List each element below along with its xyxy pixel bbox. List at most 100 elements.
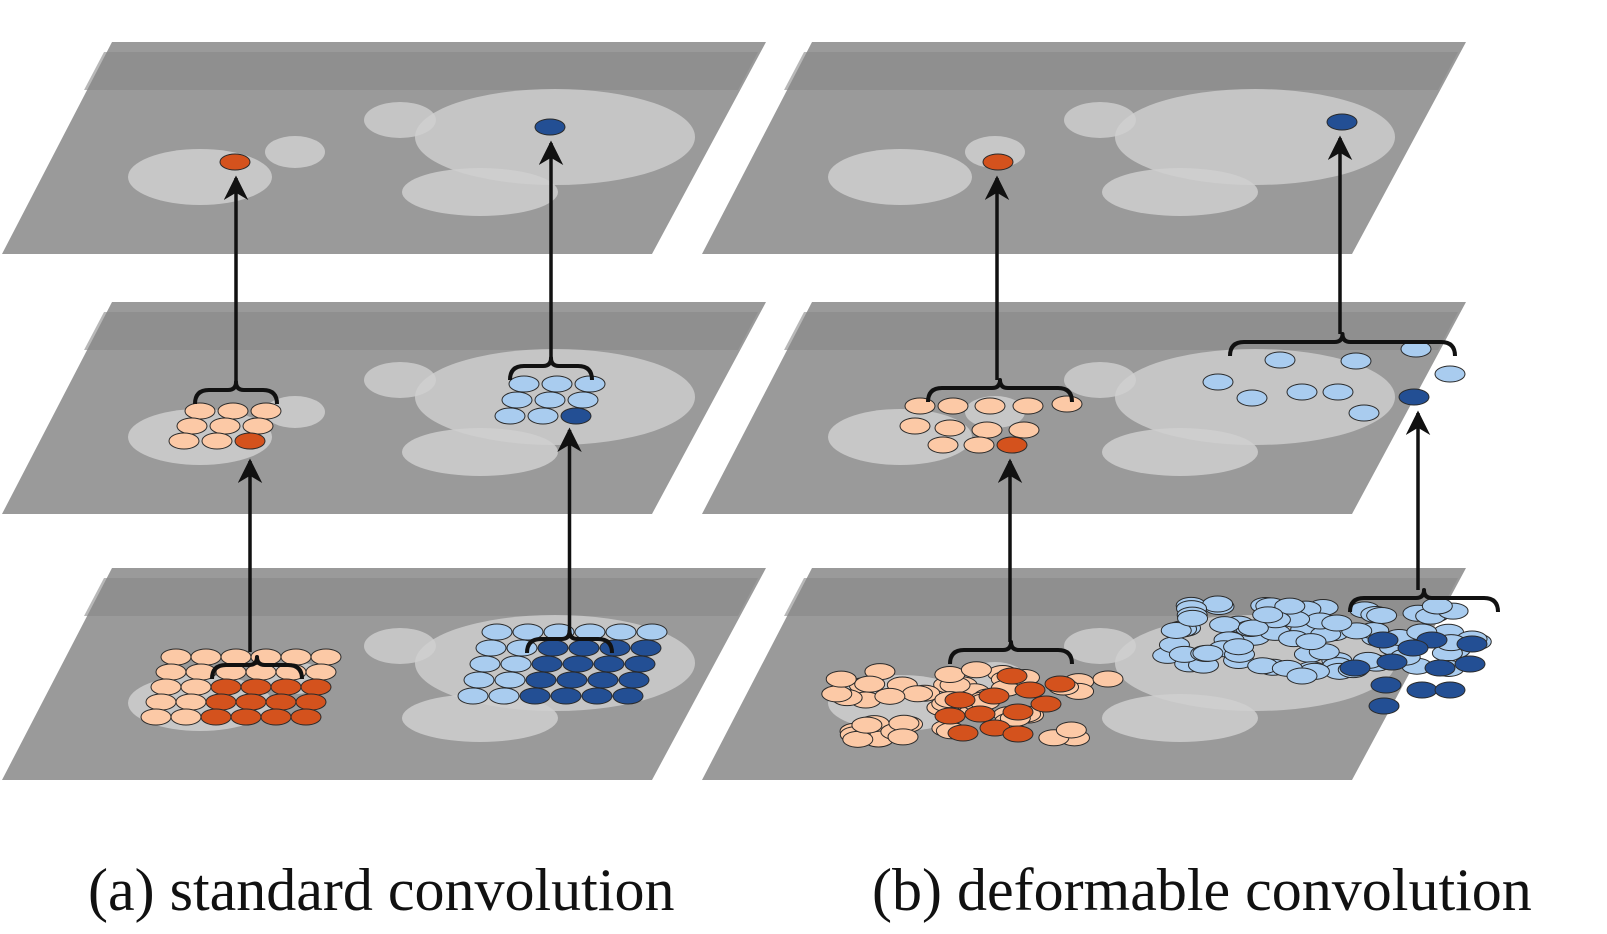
sampling-point-blue — [1177, 609, 1209, 627]
sampling-point-orange — [1014, 681, 1046, 699]
sampling-point-blue — [1348, 404, 1380, 422]
sampling-point-orange — [176, 417, 208, 435]
sampling-point-blue — [1434, 681, 1466, 699]
sampling-point-blue — [1223, 638, 1255, 656]
sampling-point-blue — [531, 655, 563, 673]
output-unit-blue — [534, 118, 566, 136]
output-unit-orange — [982, 153, 1014, 171]
sampling-point-orange — [140, 708, 172, 726]
sampling-point-orange — [1051, 395, 1083, 413]
sampling-point-orange — [978, 687, 1010, 705]
sampling-point-orange — [996, 667, 1028, 685]
sampling-point-blue — [463, 671, 495, 689]
sampling-point-blue — [494, 407, 526, 425]
sampling-point-orange — [160, 648, 192, 666]
sampling-point-blue — [481, 623, 513, 641]
sampling-point-orange — [201, 432, 233, 450]
sampling-point-orange — [971, 421, 1003, 439]
sampling-point-blue — [1295, 633, 1327, 651]
sampling-point-blue — [527, 407, 559, 425]
connectors-layer — [193, 135, 1500, 680]
sampling-point-blue — [469, 655, 501, 673]
sampling-point-orange — [155, 663, 187, 681]
curly-brace-icon — [1228, 332, 1457, 357]
curly-brace-icon — [1348, 588, 1500, 613]
sampling-point-orange — [899, 417, 931, 435]
sampling-point-blue — [1397, 639, 1429, 657]
sampling-point-orange — [295, 693, 327, 711]
sampling-point-orange — [874, 687, 906, 705]
sampling-point-blue — [556, 671, 588, 689]
curly-brace-icon — [926, 378, 1074, 403]
sampling-point-blue — [567, 391, 599, 409]
feature-plane-b-top — [702, 42, 1466, 254]
sampling-point-orange — [934, 419, 966, 437]
sampling-point-orange — [242, 417, 274, 435]
sampling-point-blue — [1398, 388, 1430, 406]
sampling-point-orange — [150, 678, 182, 696]
sampling-point-blue — [599, 639, 631, 657]
sampling-point-orange — [170, 708, 202, 726]
sampling-point-orange — [230, 708, 262, 726]
sampling-point-orange — [235, 693, 267, 711]
sampling-point-orange — [947, 724, 979, 742]
sampling-point-orange — [1092, 670, 1124, 688]
sampling-point-orange — [927, 436, 959, 454]
sampling-point-blue — [1237, 619, 1269, 637]
sampling-point-blue — [1367, 631, 1399, 649]
sampling-point-orange — [280, 648, 312, 666]
sampling-point-blue — [1236, 389, 1268, 407]
sampling-point-orange — [825, 670, 857, 688]
sampling-point-orange — [184, 402, 216, 420]
caption-standard-convolution: (a) standard convolution — [88, 857, 675, 923]
sampling-point-blue — [1160, 621, 1192, 639]
sampling-point-blue — [1454, 655, 1486, 673]
sampling-point-orange — [300, 678, 332, 696]
sampling-point-blue — [624, 655, 656, 673]
sampling-point-blue — [525, 671, 557, 689]
sampling-point-orange — [270, 678, 302, 696]
sampling-point-orange — [180, 678, 212, 696]
sampling-point-blue — [1202, 373, 1234, 391]
sampling-point-orange — [305, 663, 337, 681]
sampling-point-blue — [1370, 676, 1402, 694]
sampling-point-blue — [1376, 653, 1408, 671]
sampling-point-orange — [190, 648, 222, 666]
sampling-point-orange — [934, 707, 966, 725]
feature-plane-a-top — [2, 42, 766, 254]
sampling-point-orange — [1055, 721, 1087, 739]
sampling-point-blue — [1366, 606, 1398, 624]
sampling-point-orange — [234, 432, 266, 450]
sampling-point-blue — [512, 623, 544, 641]
sampling-point-orange — [904, 397, 936, 415]
sampling-point-orange — [1030, 695, 1062, 713]
sampling-point-orange — [963, 436, 995, 454]
sampling-point-blue — [1339, 659, 1371, 677]
points-layer — [140, 113, 1492, 748]
sampling-point-blue — [1202, 595, 1234, 613]
feature-plane-a-bottom — [2, 568, 766, 780]
sampling-point-blue — [1368, 697, 1400, 715]
planes-layer — [2, 42, 1466, 780]
caption-deformable-convolution: (b) deformable convolution — [872, 857, 1532, 923]
sampling-point-blue — [500, 655, 532, 673]
sampling-point-blue — [1421, 597, 1453, 615]
sampling-point-orange — [964, 705, 996, 723]
output-unit-blue — [1326, 113, 1358, 131]
sampling-point-blue — [581, 687, 613, 705]
sampling-point-blue — [630, 639, 662, 657]
sampling-point-orange — [887, 728, 919, 746]
output-unit-orange — [219, 153, 251, 171]
sampling-point-blue — [618, 671, 650, 689]
sampling-point-blue — [560, 407, 592, 425]
sampling-point-orange — [996, 436, 1028, 454]
sampling-point-blue — [1286, 383, 1318, 401]
sampling-point-blue — [587, 671, 619, 689]
sampling-point-blue — [494, 671, 526, 689]
sampling-point-blue — [1264, 351, 1296, 369]
sampling-point-blue — [501, 391, 533, 409]
sampling-point-blue — [593, 655, 625, 673]
sampling-point-orange — [821, 685, 853, 703]
sampling-point-orange — [168, 432, 200, 450]
sampling-point-blue — [612, 687, 644, 705]
